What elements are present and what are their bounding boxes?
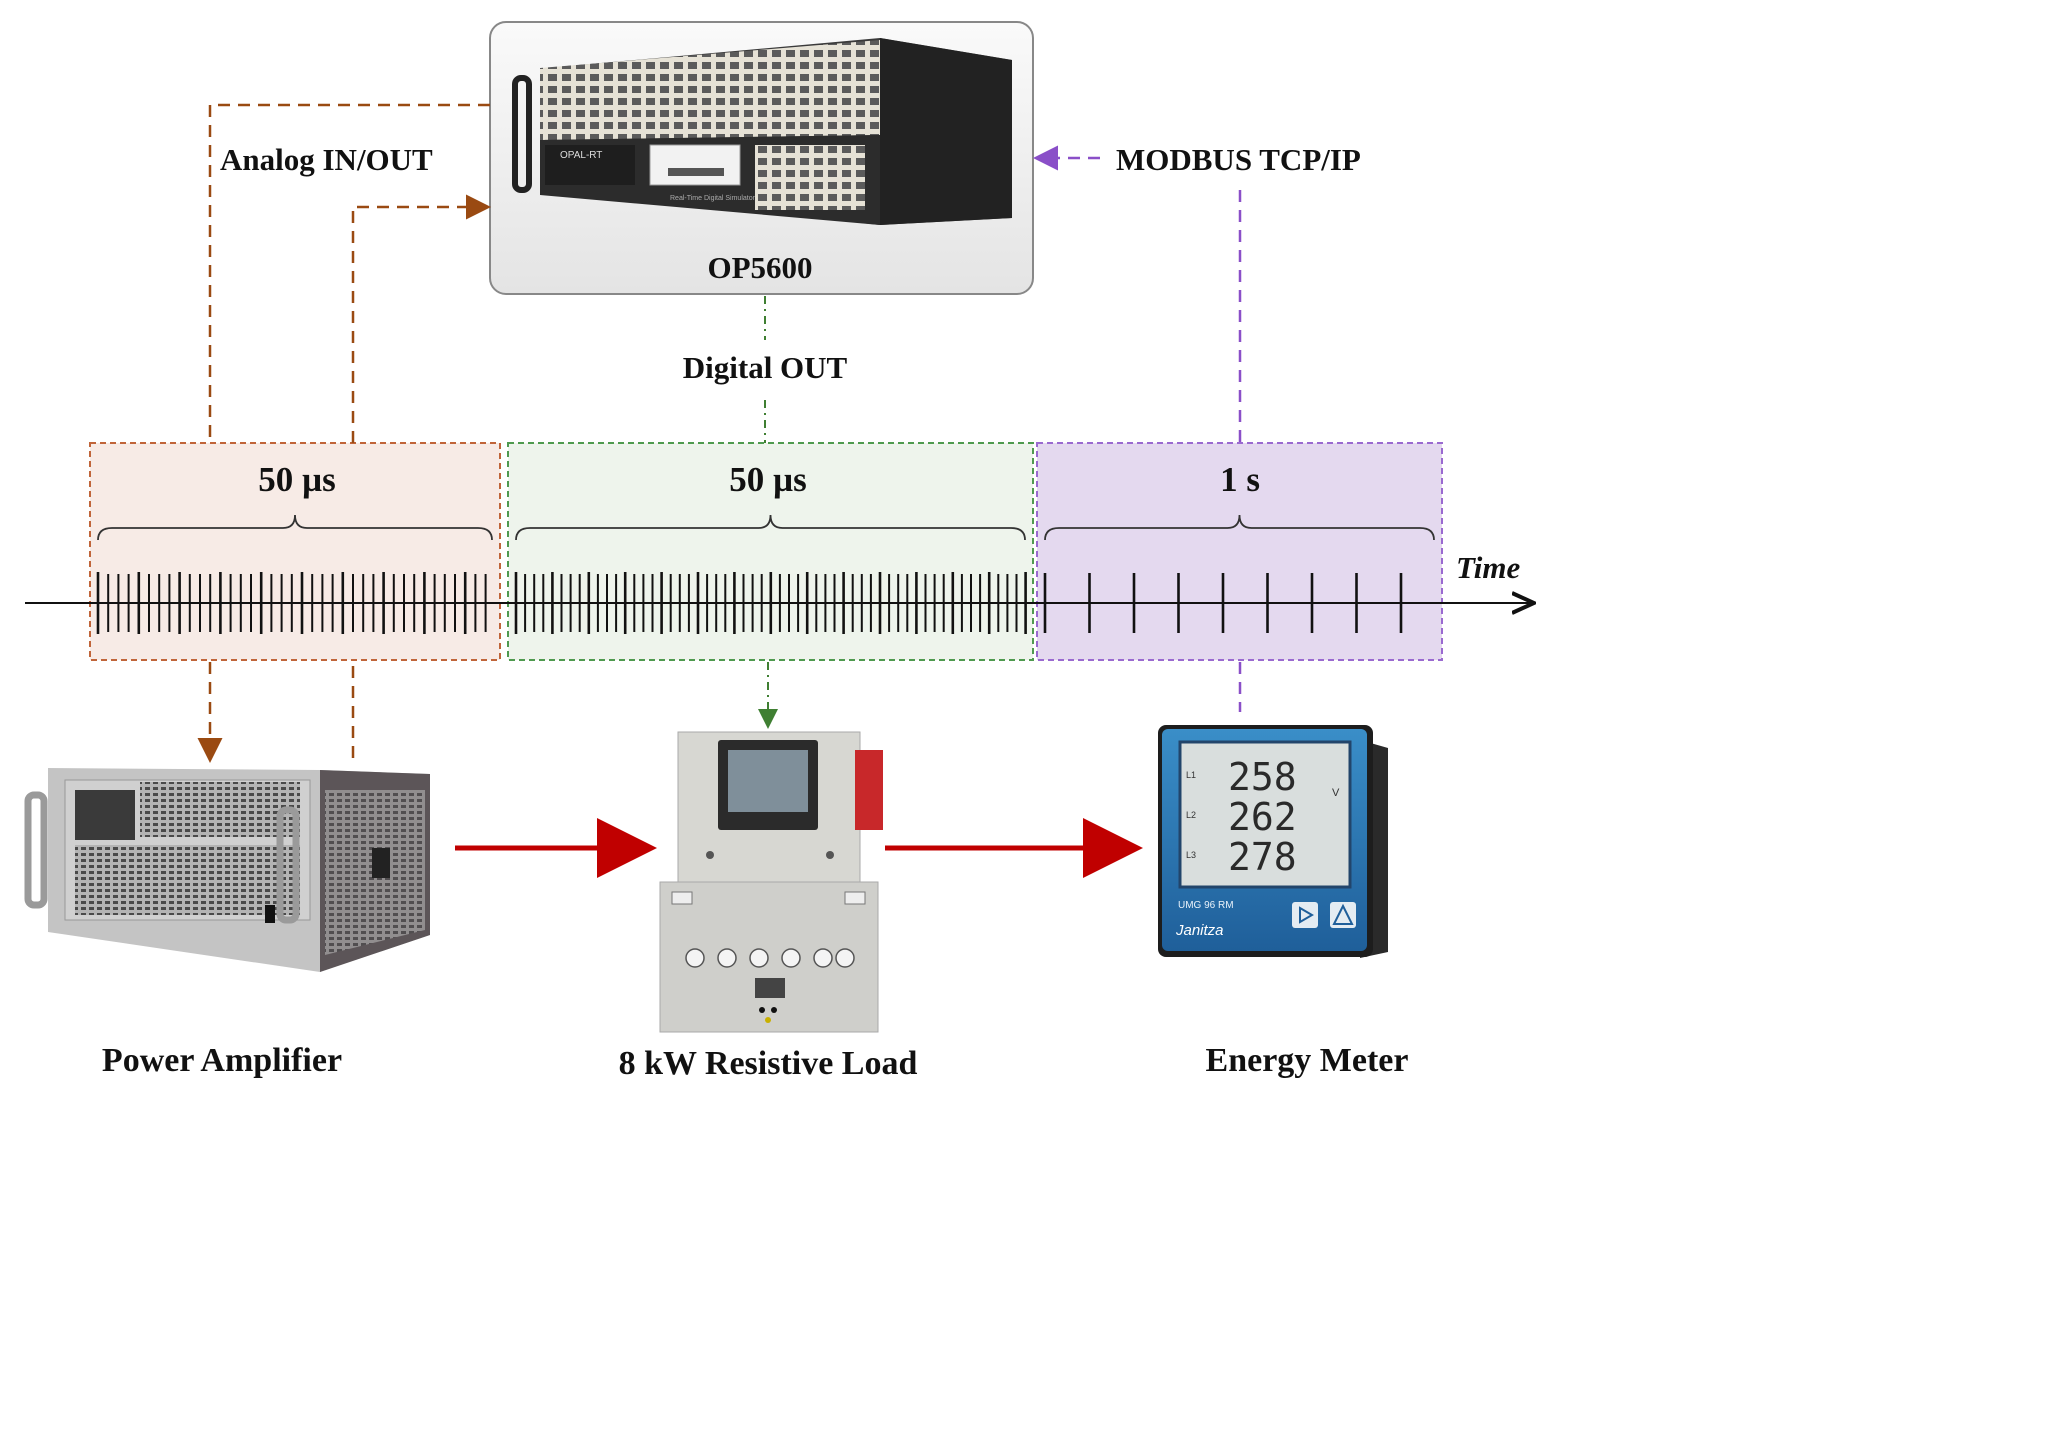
modbus-label: MODBUS TCP/IP xyxy=(1110,142,1367,178)
meter-brand-text: Janitza xyxy=(1175,922,1224,939)
power-amplifier-image xyxy=(24,768,430,972)
timestep-box-2 xyxy=(1036,442,1443,661)
energy-meter-label: Energy Meter xyxy=(1205,1042,1409,1079)
meter-line-label: L1 xyxy=(1186,770,1196,780)
meter-line-label: L3 xyxy=(1186,850,1196,860)
timestep-label-meter: 1 s xyxy=(1220,460,1260,499)
timestep-label-amplifier: 50 µs xyxy=(258,460,336,499)
op5600-image: OPAL-RT Real-Time Digital Simulator xyxy=(512,38,1012,225)
meter-reading-value: 262 xyxy=(1228,795,1297,839)
meter-model-text: UMG 96 RM xyxy=(1178,900,1234,911)
system-diagram: OPAL-RT Real-Time Digital Simulator xyxy=(24,21,1565,1082)
analog-connections xyxy=(197,103,491,763)
resistive-load-label: 8 kW Resistive Load xyxy=(618,1045,918,1082)
meter-readings: 258 L1 262 L2 278 L3 V xyxy=(1186,755,1340,879)
timestep-label-load: 50 µs xyxy=(729,460,807,499)
power-amplifier-label: Power Amplifier xyxy=(101,1042,343,1079)
meter-reading-value: 258 xyxy=(1228,755,1297,799)
analog-in-path xyxy=(351,194,491,443)
diagram-canvas: OPAL-RT Real-Time Digital Simulator xyxy=(24,21,1565,1033)
brace-0 xyxy=(97,514,493,541)
resistive-load-image xyxy=(659,731,883,1033)
op5600-subtitle-text: Real-Time Digital Simulator xyxy=(670,195,756,202)
brace-1 xyxy=(515,514,1026,541)
op5600-brand-text: OPAL-RT xyxy=(560,150,602,161)
digital-out-label: Digital OUT xyxy=(676,350,854,386)
meter-unit-label: V xyxy=(1332,787,1340,799)
timestep-braces xyxy=(97,514,1435,541)
analog-io-label: Analog IN/OUT xyxy=(220,142,433,177)
time-axis-label: Time xyxy=(1456,550,1521,585)
digital-connections xyxy=(758,296,778,729)
energy-meter-image: 258 L1 262 L2 278 L3 V UMG 96 RM Janitza xyxy=(1158,725,1388,958)
modbus-connections xyxy=(1033,145,1242,712)
brace-2 xyxy=(1044,514,1435,541)
meter-reading-value: 278 xyxy=(1228,835,1297,879)
op5600-label: OP5600 xyxy=(707,250,813,285)
meter-line-label: L2 xyxy=(1186,810,1196,820)
analog-out-path xyxy=(208,103,490,443)
